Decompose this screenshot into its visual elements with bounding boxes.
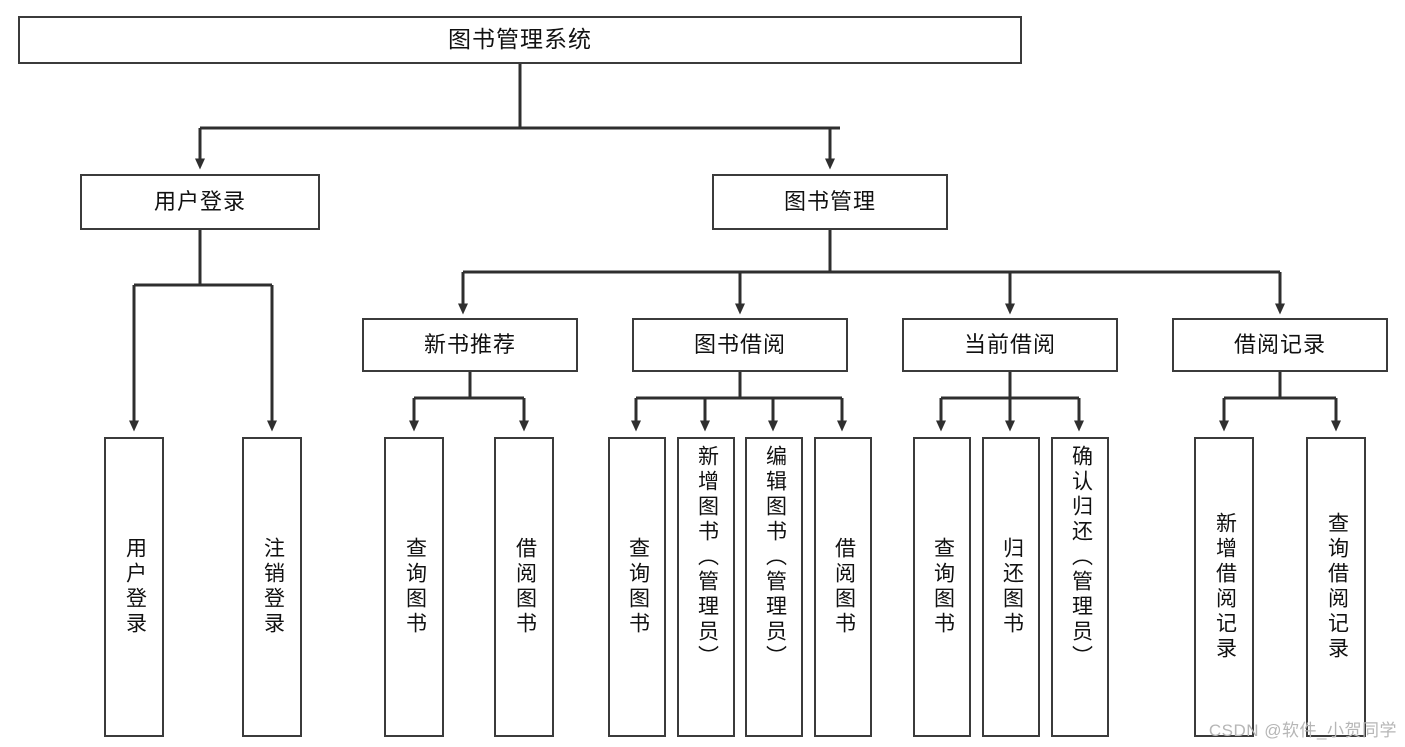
node-borrow-record[interactable]: 借阅记录 bbox=[1172, 318, 1388, 372]
leaf-cb-confirm-return-admin-inner: 确认归还（管理员） bbox=[1053, 439, 1107, 741]
leaf-br-query-record-label: 查询借阅记录 bbox=[1325, 512, 1349, 662]
leaf-nb-query-book-label: 查询图书 bbox=[403, 537, 427, 637]
node-borrow-record-label: 借阅记录 bbox=[1233, 331, 1326, 357]
leaf-logout-inner: 注销登录 bbox=[244, 439, 300, 735]
node-book-borrow-label: 图书借阅 bbox=[693, 331, 786, 357]
node-user-login[interactable]: 用户登录 bbox=[80, 174, 320, 230]
leaf-cb-confirm-return-admin-label: 确认归还（管理员） bbox=[1069, 445, 1093, 670]
leaf-cb-return-book-label: 归还图书 bbox=[1000, 537, 1024, 637]
leaf-bb-query-book-label: 查询图书 bbox=[626, 537, 650, 637]
leaf-bb-add-book-admin-label: 新增图书（管理员） bbox=[695, 445, 719, 670]
leaf-bb-add-book-admin-inner: 新增图书（管理员） bbox=[679, 439, 733, 741]
node-book-management[interactable]: 图书管理 bbox=[712, 174, 948, 230]
leaf-bb-borrow-book-inner: 借阅图书 bbox=[816, 439, 870, 735]
node-new-book-recommend-label: 新书推荐 bbox=[423, 331, 516, 357]
leaf-br-add-record-inner: 新增借阅记录 bbox=[1196, 439, 1252, 735]
node-current-borrow-label: 当前借阅 bbox=[963, 331, 1056, 357]
leaf-nb-query-book[interactable]: 查询图书 bbox=[384, 437, 444, 737]
leaf-cb-return-book-inner: 归还图书 bbox=[984, 439, 1038, 735]
node-root-label: 图书管理系统 bbox=[448, 26, 592, 53]
leaf-br-add-record-label: 新增借阅记录 bbox=[1213, 512, 1237, 662]
node-book-borrow[interactable]: 图书借阅 bbox=[632, 318, 848, 372]
leaf-bb-query-book[interactable]: 查询图书 bbox=[608, 437, 666, 737]
leaf-cb-confirm-return-admin[interactable]: 确认归还（管理员） bbox=[1051, 437, 1109, 737]
leaf-logout-label: 注销登录 bbox=[261, 537, 285, 637]
leaf-bb-edit-book-admin-inner: 编辑图书（管理员） bbox=[747, 439, 801, 741]
leaf-cb-query-book-inner: 查询图书 bbox=[915, 439, 969, 735]
leaf-cb-return-book[interactable]: 归还图书 bbox=[982, 437, 1040, 737]
leaf-nb-borrow-book[interactable]: 借阅图书 bbox=[494, 437, 554, 737]
leaf-br-query-record[interactable]: 查询借阅记录 bbox=[1306, 437, 1366, 737]
node-current-borrow[interactable]: 当前借阅 bbox=[902, 318, 1118, 372]
leaf-br-query-record-inner: 查询借阅记录 bbox=[1308, 439, 1364, 735]
leaf-logout[interactable]: 注销登录 bbox=[242, 437, 302, 737]
node-book-management-label: 图书管理 bbox=[783, 188, 876, 214]
leaf-cb-query-book[interactable]: 查询图书 bbox=[913, 437, 971, 737]
leaf-user-login[interactable]: 用户登录 bbox=[104, 437, 164, 737]
leaf-nb-query-book-inner: 查询图书 bbox=[386, 439, 442, 735]
leaf-br-add-record[interactable]: 新增借阅记录 bbox=[1194, 437, 1254, 737]
leaf-bb-edit-book-admin-label: 编辑图书（管理员） bbox=[763, 445, 787, 670]
node-new-book-recommend[interactable]: 新书推荐 bbox=[362, 318, 578, 372]
leaf-bb-borrow-book-label: 借阅图书 bbox=[832, 537, 856, 637]
watermark: CSDN @软件_小贺同学 bbox=[1208, 721, 1397, 740]
node-root-book-management-system[interactable]: 图书管理系统 bbox=[18, 16, 1022, 64]
node-user-login-label: 用户登录 bbox=[153, 188, 246, 214]
leaf-user-login-inner: 用户登录 bbox=[106, 439, 162, 735]
leaf-bb-borrow-book[interactable]: 借阅图书 bbox=[814, 437, 872, 737]
leaf-bb-add-book-admin[interactable]: 新增图书（管理员） bbox=[677, 437, 735, 737]
leaf-nb-borrow-book-inner: 借阅图书 bbox=[496, 439, 552, 735]
leaf-cb-query-book-label: 查询图书 bbox=[931, 537, 955, 637]
leaf-bb-edit-book-admin[interactable]: 编辑图书（管理员） bbox=[745, 437, 803, 737]
leaf-nb-borrow-book-label: 借阅图书 bbox=[513, 537, 537, 637]
leaf-bb-query-book-inner: 查询图书 bbox=[610, 439, 664, 735]
leaf-user-login-label: 用户登录 bbox=[123, 537, 147, 637]
